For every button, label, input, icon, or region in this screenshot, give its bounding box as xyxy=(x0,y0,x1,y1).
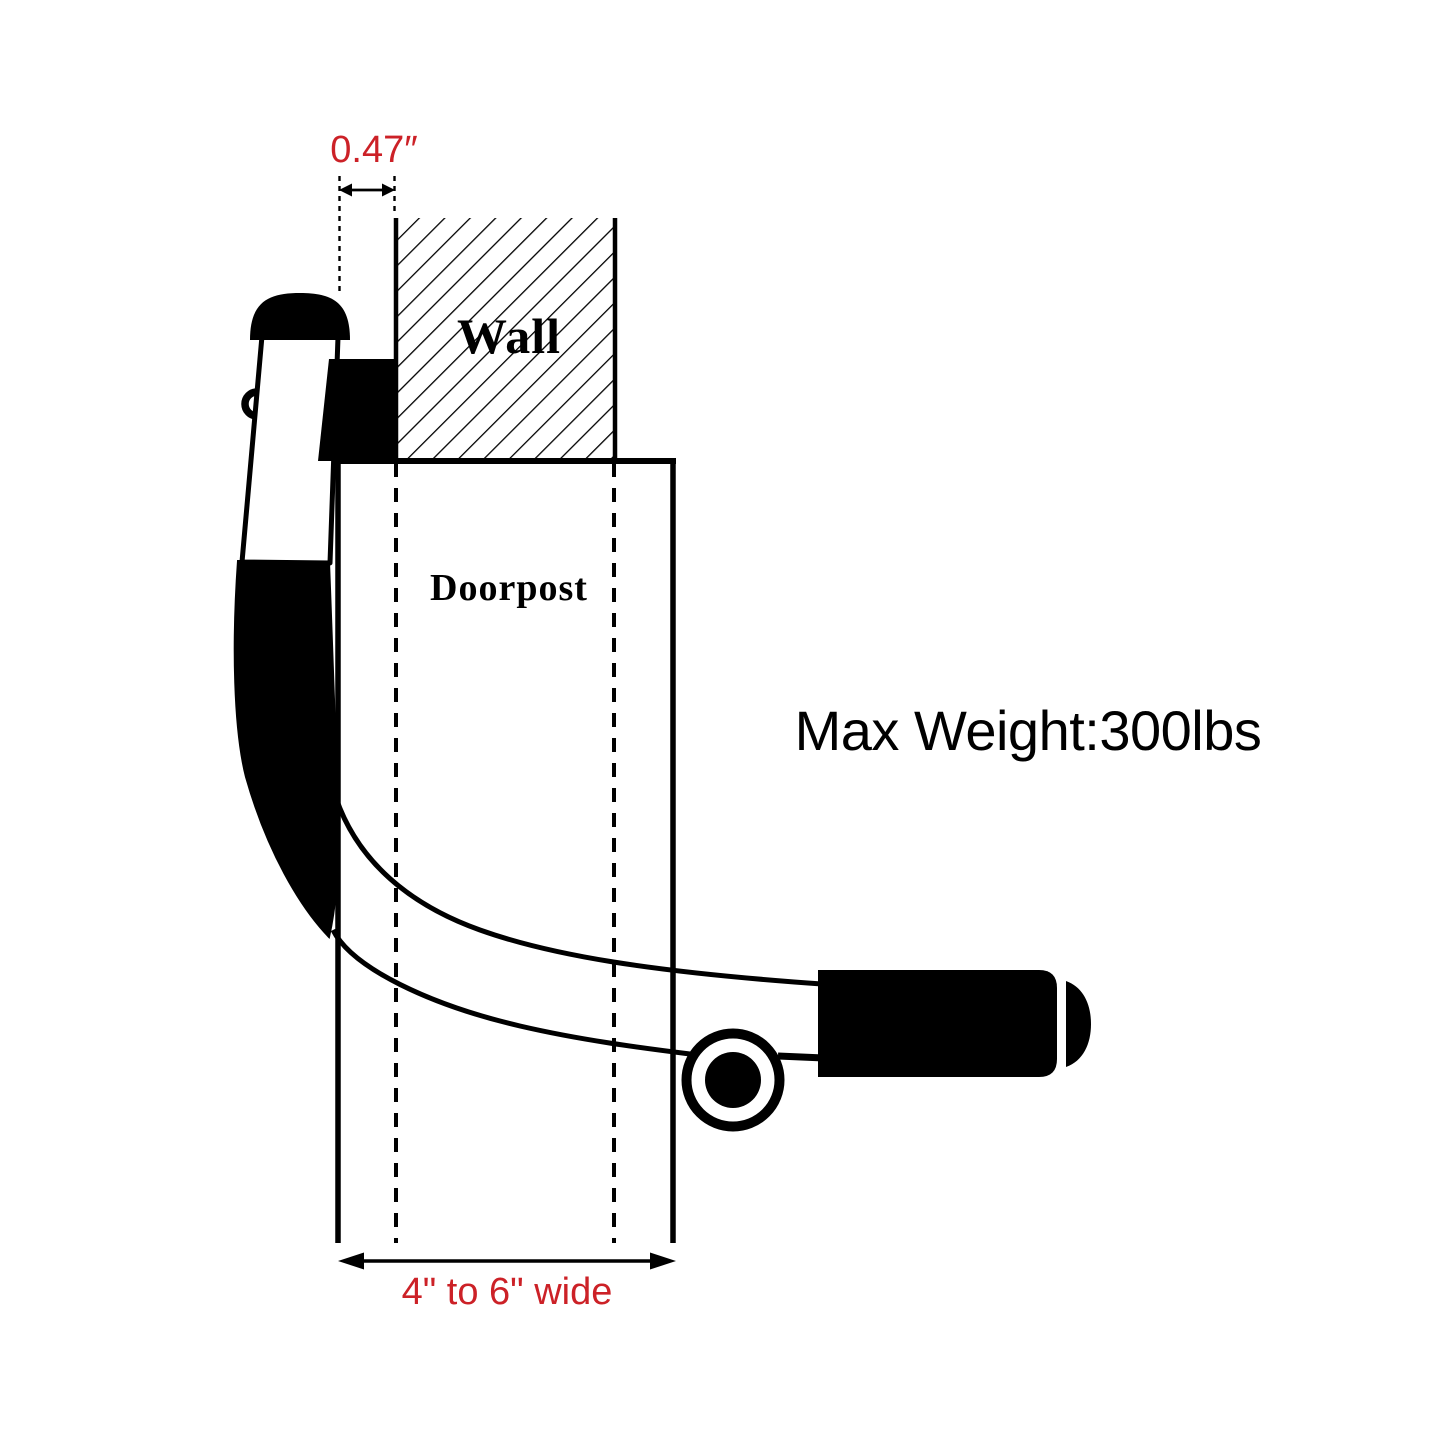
tube-dome-cap xyxy=(250,293,350,340)
wall-label: Wall xyxy=(456,308,562,364)
grip-end-cap xyxy=(1066,981,1091,1067)
bottom-dimension xyxy=(338,1252,676,1270)
bar-tube-lower-line xyxy=(330,928,691,1057)
max-weight-label: Max Weight:300lbs xyxy=(794,699,1262,762)
hook-bracket xyxy=(318,359,395,461)
doorpost-label: Doorpost xyxy=(430,567,588,609)
bar-grip xyxy=(818,970,1057,1077)
pullup-bar-device xyxy=(233,293,1091,1132)
bottom-dimension-arrowhead-right xyxy=(650,1252,676,1270)
wall-hatch-area xyxy=(396,218,615,461)
top-dimension-arrowhead-left xyxy=(339,183,352,197)
top-dimension xyxy=(338,176,396,292)
top-dimension-arrowhead-right xyxy=(382,183,395,197)
wall-section xyxy=(393,218,618,461)
foam-elbow-pad xyxy=(233,559,340,940)
bottom-dimension-arrowhead-left xyxy=(338,1252,364,1270)
gap-dimension-label: 0.47″ xyxy=(330,129,418,171)
mounting-ring-bolt xyxy=(705,1052,761,1108)
bar-tube-upper-line xyxy=(333,797,823,987)
ring-to-grip-link xyxy=(777,1052,825,1062)
width-dimension-label: 4" to 6" wide xyxy=(401,1271,613,1313)
